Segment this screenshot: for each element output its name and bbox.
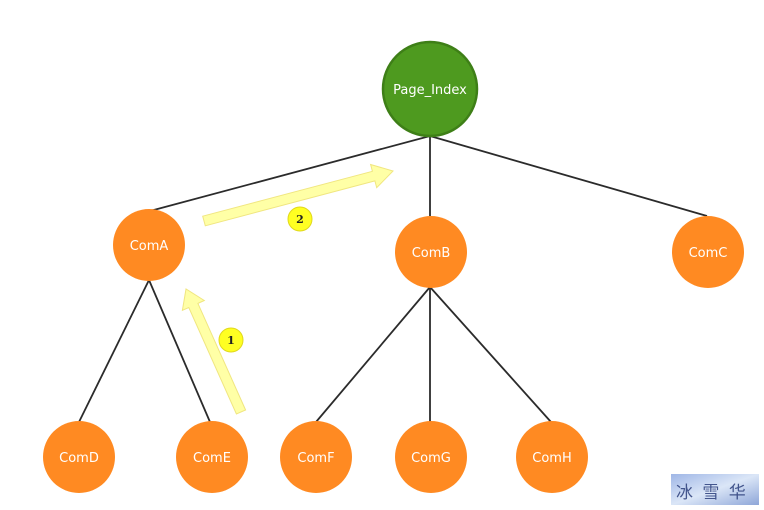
edge-coma-to-come [148,279,211,423]
node-comf-circle[interactable] [280,421,352,493]
node-comh-label: ComH [532,451,571,466]
node-comg[interactable]: ComG [395,421,467,493]
node-come-circle[interactable] [176,421,248,493]
arrow-step-1-shape [181,288,247,415]
step-badge-1-label: 1 [227,334,235,347]
edge-comb-to-comh [429,286,552,423]
node-comg-label: ComG [411,451,451,466]
node-comb-label: ComB [412,246,451,261]
edge-index-to-comc [429,135,708,217]
node-comd[interactable]: ComD [43,421,115,493]
node-comc-label: ComC [689,246,728,261]
step-badge-2: 2 [287,206,313,232]
edge-comb-to-comf [315,286,431,423]
watermark-text: 冰 雪 华 [676,483,748,503]
edge-index-to-coma [149,135,431,212]
node-comh-circle[interactable] [516,421,588,493]
node-coma-label: ComA [130,239,169,254]
step-badge-1: 1 [218,327,244,353]
node-comc-circle[interactable] [672,216,744,288]
edge-coma-to-comd [78,279,150,423]
step-badge-2-label: 2 [296,213,304,226]
step-badge-1-circle [218,327,244,353]
node-comb-circle[interactable] [395,216,467,288]
node-comc[interactable]: ComC [672,216,744,288]
arrow-step-2 [202,163,394,227]
node-comh[interactable]: ComH [516,421,588,493]
node-comg-circle[interactable] [395,421,467,493]
tree-edges [78,135,708,423]
arrow-step-2-shape [202,163,394,227]
node-comd-label: ComD [59,451,99,466]
node-comb[interactable]: ComB [395,216,467,288]
node-page-index-label: Page_Index [393,83,467,98]
node-page-index[interactable]: Page_Index [381,40,479,138]
watermark-seal-icon: 冰 雪 华 [671,474,759,505]
watermark-background [671,474,759,505]
node-comf-label: ComF [297,451,334,466]
node-page-index-circle[interactable] [381,40,479,138]
step-badge-2-circle [287,206,313,232]
node-coma-circle[interactable] [113,209,185,281]
node-coma[interactable]: ComA [113,209,185,281]
node-come[interactable]: ComE [176,421,248,493]
arrow-step-1 [181,288,247,415]
node-comd-circle[interactable] [43,421,115,493]
node-comf[interactable]: ComF [280,421,352,493]
node-come-label: ComE [193,451,231,466]
